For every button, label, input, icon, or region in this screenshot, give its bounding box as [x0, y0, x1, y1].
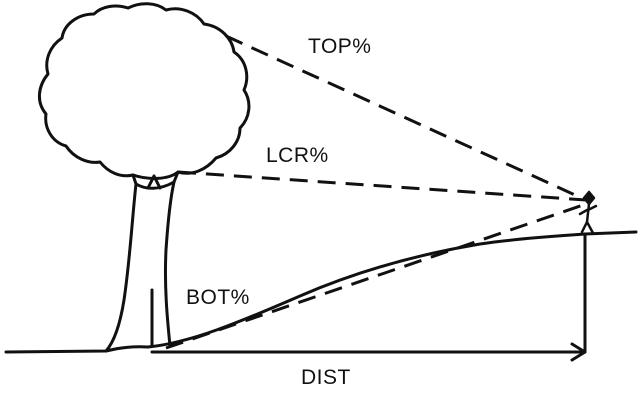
label-lcr-percent: LCR% — [266, 144, 329, 167]
observer-figure — [578, 190, 598, 235]
distance-arrowhead — [570, 342, 587, 362]
label-top-percent: TOP% — [308, 35, 372, 58]
sight-line-lcr — [177, 170, 587, 202]
label-distance: DIST — [301, 366, 351, 389]
label-bot-percent: BOT% — [186, 286, 250, 309]
tree-canopy — [38, 2, 251, 180]
crown-base — [131, 170, 180, 190]
sight-line-top — [225, 34, 587, 202]
sight-line-bot — [165, 202, 587, 350]
tree-trunk — [104, 180, 176, 353]
ground-line — [4, 230, 638, 354]
